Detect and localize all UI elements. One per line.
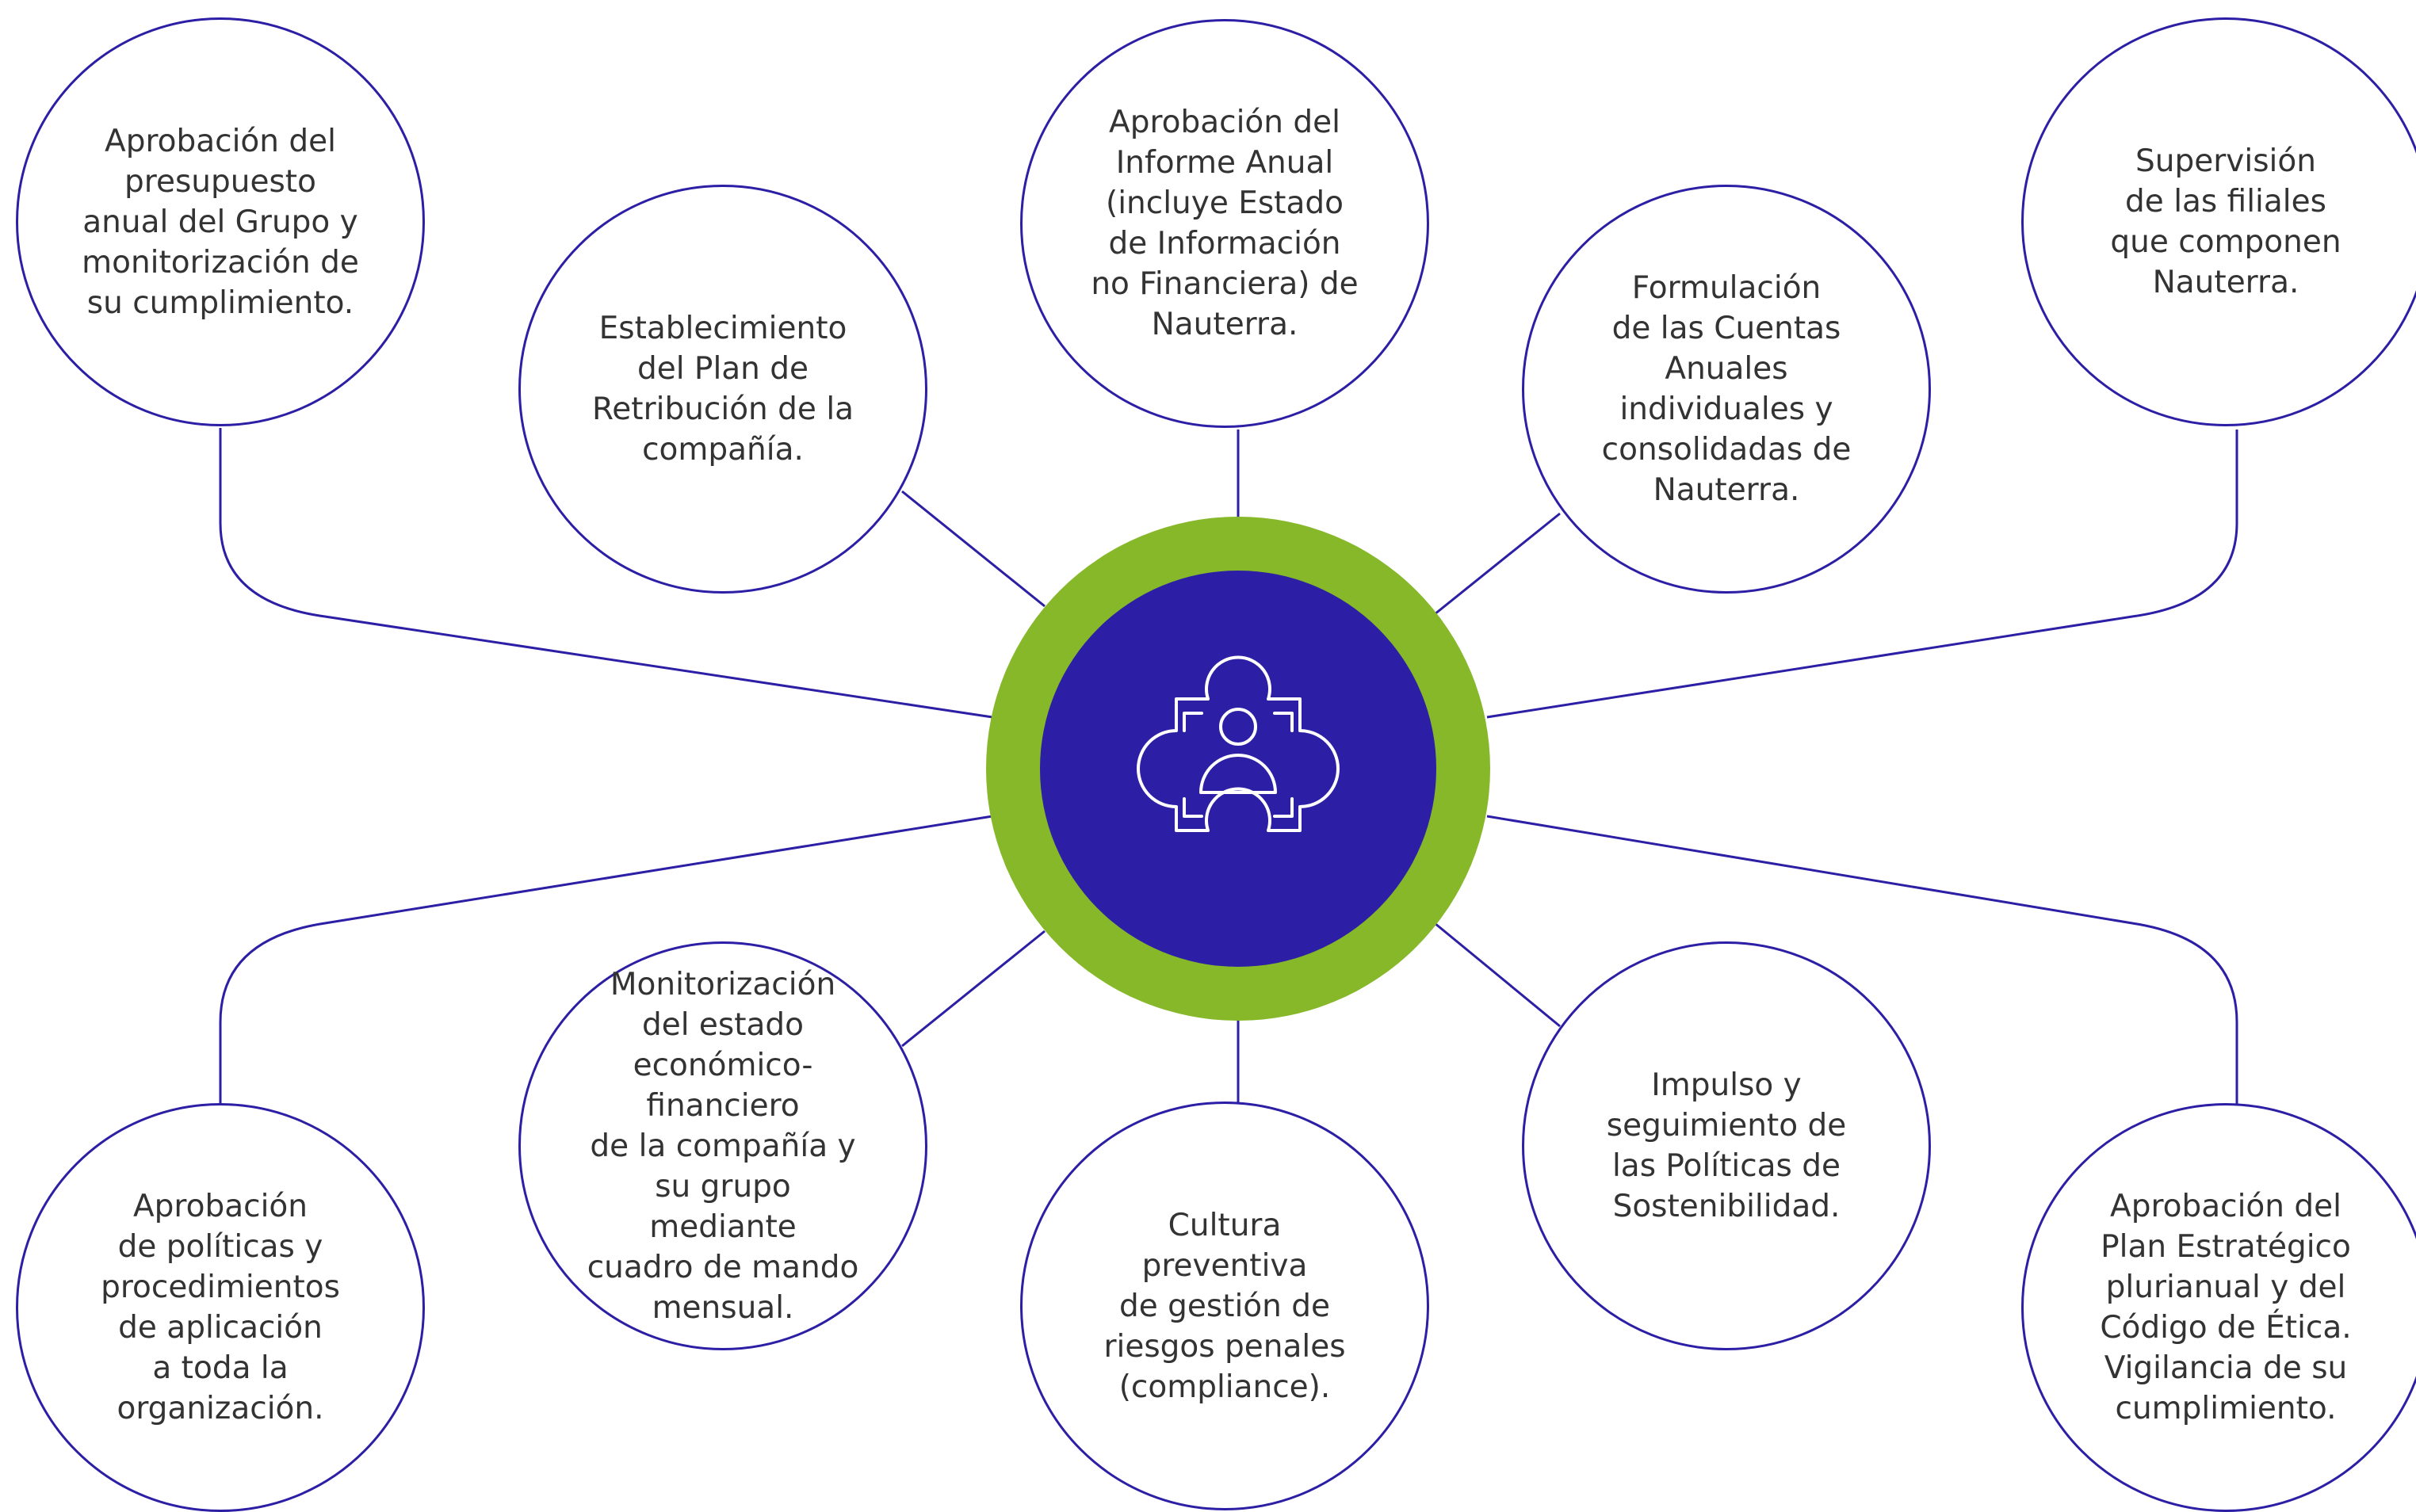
node-label: Aprobación de políticas y procedimientos… [101,1189,340,1426]
node-presupuesto: Aprobación del presupuesto anual del Gru… [16,17,425,426]
connector-monitorizacion [901,930,1046,1048]
center-core [1040,571,1436,967]
node-cultura: Cultura preventiva de gestión de riesgos… [1020,1102,1429,1510]
node-label: Aprobación del presupuesto anual del Gru… [82,123,359,321]
node-filiales: Supervisión de las filiales que componen… [2021,17,2416,426]
connector-politicas [219,815,993,1105]
node-informe: Aprobación del Informe Anual (incluye Es… [1020,19,1429,428]
connector-filiales [1486,430,2238,719]
node-label: Cultura preventiva de gestión de riesgos… [1103,1207,1346,1405]
node-sostenibilidad: Impulso y seguimiento de las Políticas d… [1522,941,1931,1350]
node-label: Monitorización del estado económico-fina… [587,966,859,1326]
connector-cuentas [1434,512,1561,616]
node-monitorizacion: Monitorización del estado económico-fina… [518,941,927,1350]
node-plan: Aprobación del Plan Estratégico plurianu… [2021,1103,2416,1512]
node-label: Aprobación del Plan Estratégico plurianu… [2100,1189,2352,1426]
connector-plan [1486,815,2238,1105]
node-label: Impulso y seguimiento de las Políticas d… [1606,1067,1847,1224]
node-label: Aprobación del Informe Anual (incluye Es… [1091,105,1359,342]
node-cuentas: Formulación de las Cuentas Anuales indiv… [1522,185,1931,594]
connector-presupuesto [219,428,993,719]
puzzle-person-icon [1137,655,1340,832]
node-retribucion: Establecimiento del Plan de Retribución … [518,185,927,594]
node-label: Establecimiento del Plan de Retribución … [591,311,854,468]
connector-sostenibilidad [1434,922,1561,1028]
node-politicas: Aprobación de políticas y procedimientos… [16,1103,425,1512]
node-label: Supervisión de las filiales que componen… [2110,143,2341,300]
node-label: Formulación de las Cuentas Anuales indiv… [1601,270,1852,508]
center-hub [986,517,1490,1021]
connector-retribucion [901,490,1046,608]
